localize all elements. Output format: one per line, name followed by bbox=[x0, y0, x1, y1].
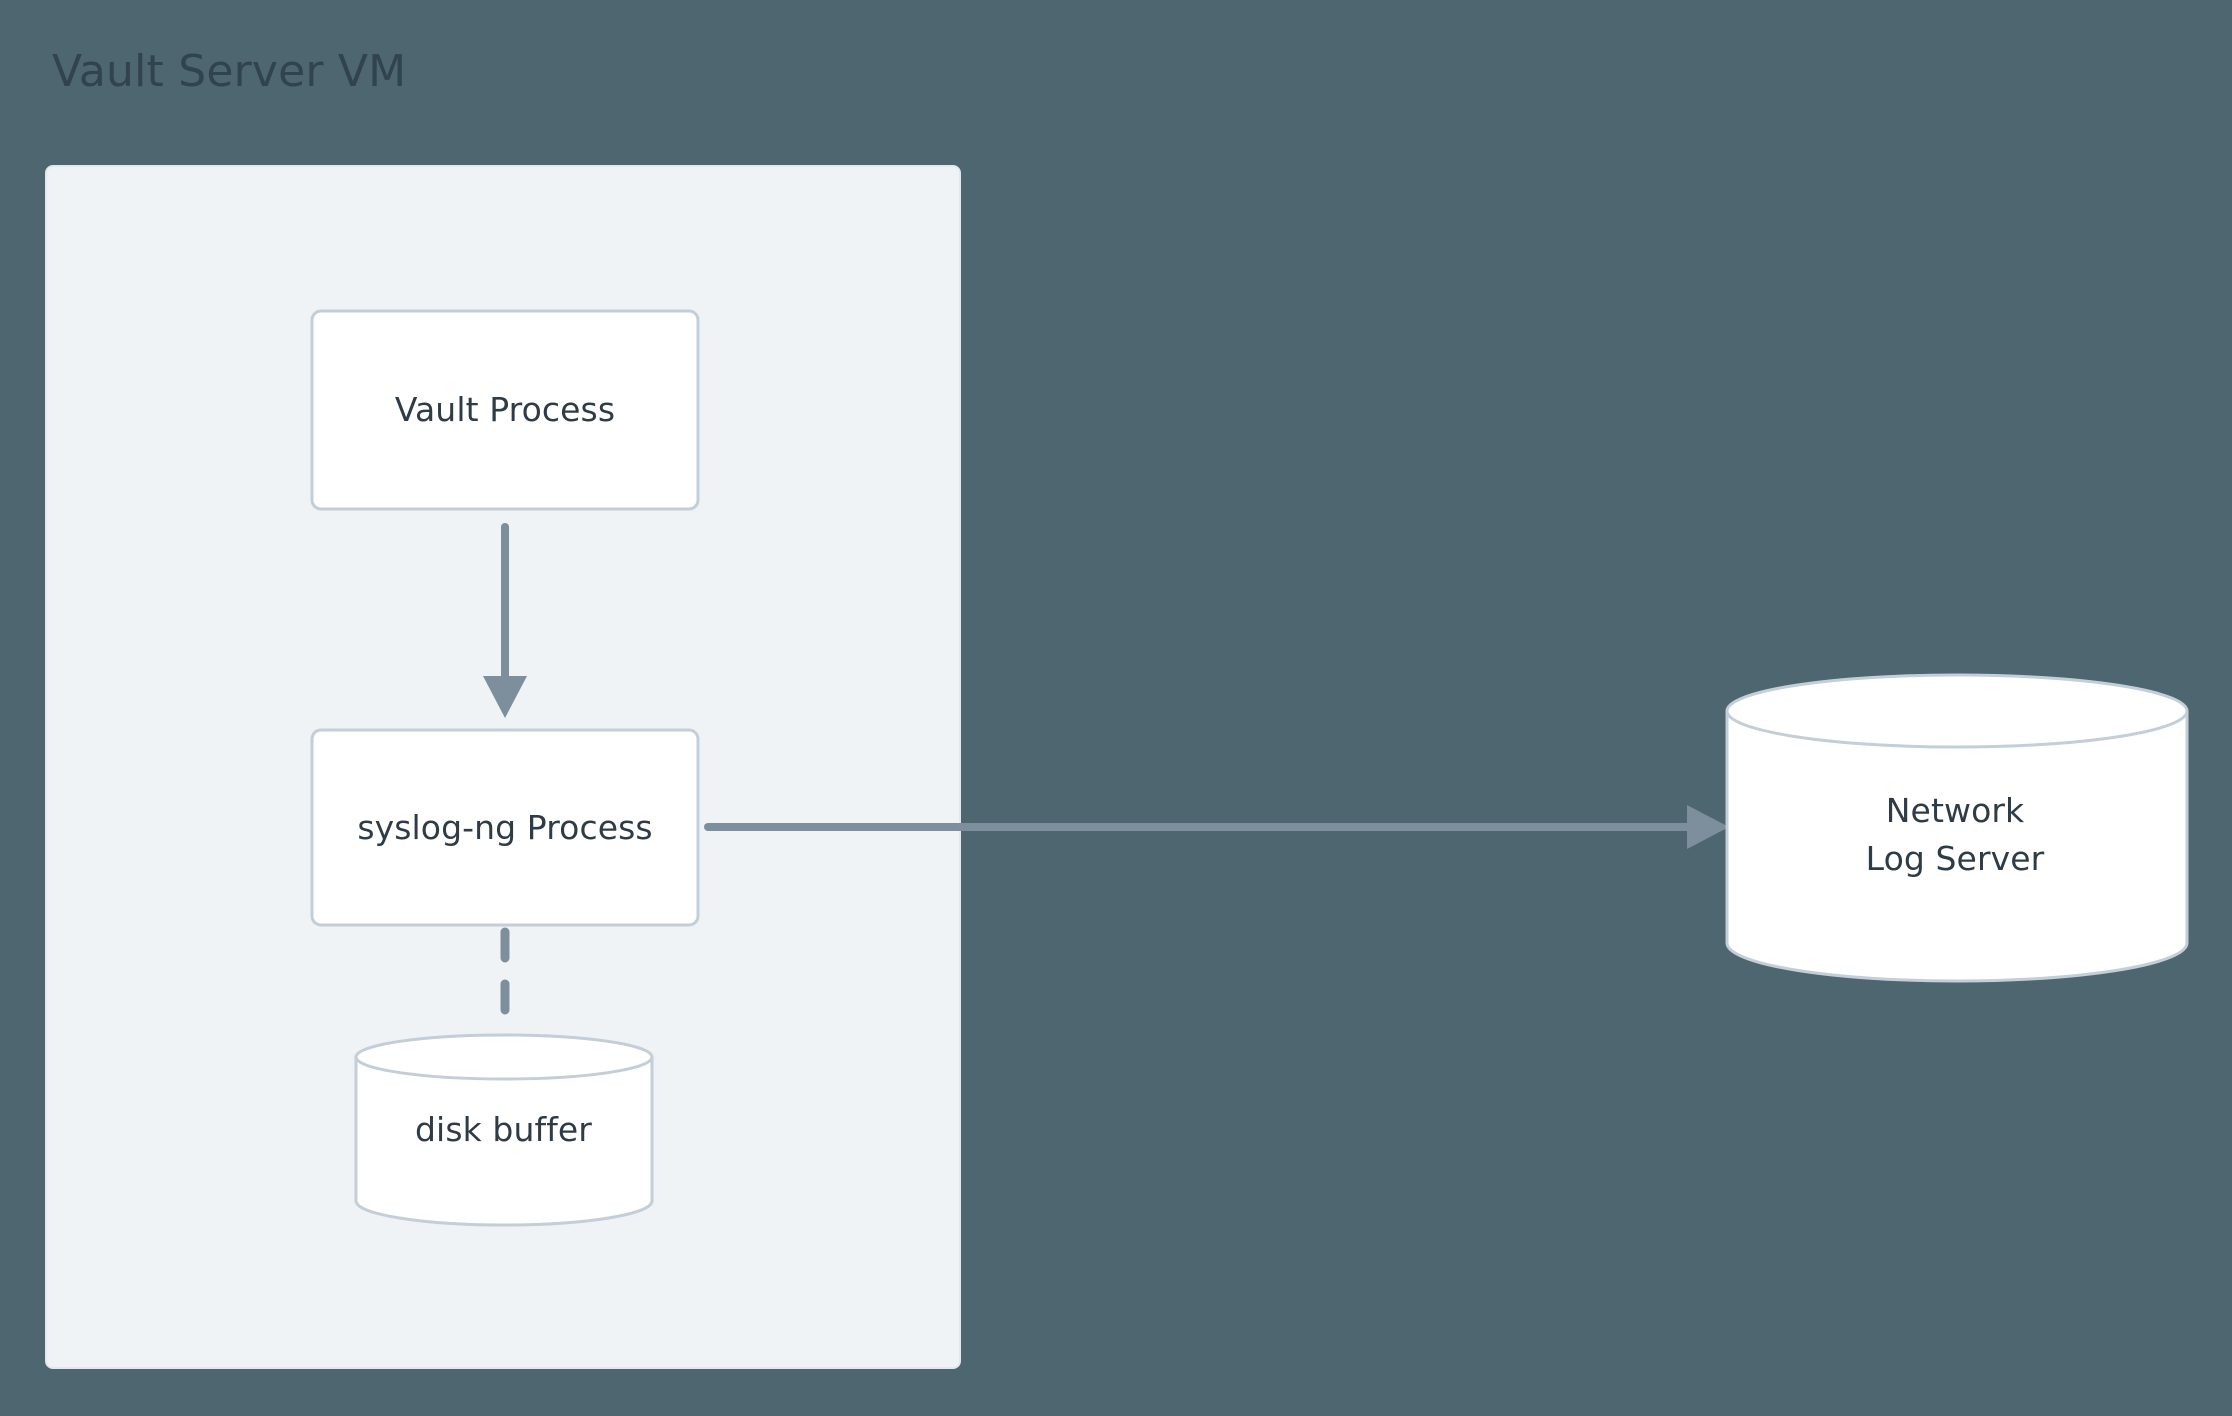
edge-vault-to-syslog bbox=[483, 523, 527, 718]
edge-vault-to-syslog-arrowhead bbox=[483, 676, 527, 718]
network-log-server-body bbox=[1725, 709, 2189, 983]
node-network-log-server[interactable] bbox=[1725, 673, 2189, 983]
page-title: Vault Server VM bbox=[52, 46, 407, 97]
disk-buffer-top-ellipse bbox=[354, 1033, 654, 1081]
node-syslog-ng-process[interactable] bbox=[310, 728, 700, 927]
disk-buffer-body bbox=[354, 1055, 654, 1227]
node-vault-process[interactable] bbox=[310, 309, 700, 511]
edge-syslog-to-network-arrowhead bbox=[1687, 805, 1729, 849]
network-log-server-top-ellipse bbox=[1725, 673, 2189, 749]
edge-syslog-to-network-log-server bbox=[704, 805, 1729, 849]
node-disk-buffer[interactable] bbox=[354, 1033, 654, 1227]
